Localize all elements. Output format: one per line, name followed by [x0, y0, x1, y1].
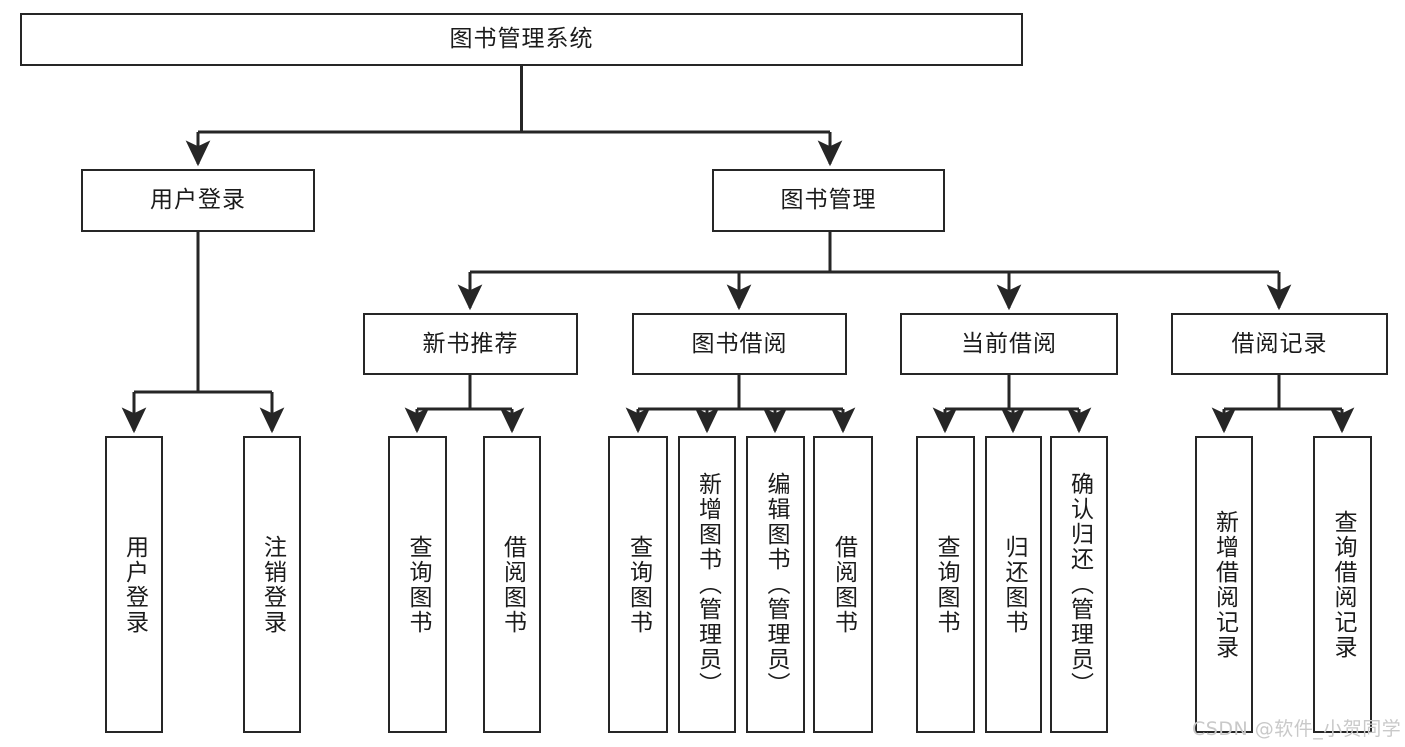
leaf-confirm-return-admin[interactable]: 确认归还（管理员）	[1050, 436, 1108, 733]
node-book-management[interactable]: 图书管理	[712, 169, 945, 232]
node-root-label: 图书管理系统	[449, 26, 594, 53]
leaf-user-login[interactable]: 用户登录	[105, 436, 163, 733]
leaf-query-book-newbook[interactable]: 查询图书	[388, 436, 447, 733]
leaf-logout[interactable]: 注销登录	[243, 436, 301, 733]
leaf-edit-book-admin[interactable]: 编辑图书（管理员）	[746, 436, 805, 733]
node-borrow-records-label: 借阅记录	[1231, 330, 1328, 357]
leaf-add-book-admin[interactable]: 新增图书（管理员）	[678, 436, 736, 733]
leaf-borrow-book[interactable]: 借阅图书	[813, 436, 873, 733]
node-book-borrow[interactable]: 图书借阅	[632, 313, 847, 375]
node-current-borrow-label: 当前借阅	[961, 330, 1057, 357]
leaf-query-book-current[interactable]: 查询图书	[916, 436, 975, 733]
node-root[interactable]: 图书管理系统	[20, 13, 1023, 66]
node-book-borrow-label: 图书借阅	[691, 330, 788, 357]
leaf-query-book-borrow[interactable]: 查询图书	[608, 436, 668, 733]
leaf-query-borrow-record[interactable]: 查询借阅记录	[1313, 436, 1372, 733]
leaf-add-borrow-record[interactable]: 新增借阅记录	[1195, 436, 1253, 733]
node-current-borrow[interactable]: 当前借阅	[900, 313, 1118, 375]
node-user-login[interactable]: 用户登录	[81, 169, 315, 232]
node-user-login-label: 用户登录	[150, 187, 246, 214]
node-borrow-records[interactable]: 借阅记录	[1171, 313, 1388, 375]
leaf-borrow-book-newbook[interactable]: 借阅图书	[483, 436, 541, 733]
leaf-return-book[interactable]: 归还图书	[985, 436, 1042, 733]
node-new-book-recommend-label: 新书推荐	[422, 330, 519, 357]
node-book-management-label: 图书管理	[780, 187, 877, 214]
node-new-book-recommend[interactable]: 新书推荐	[363, 313, 578, 375]
